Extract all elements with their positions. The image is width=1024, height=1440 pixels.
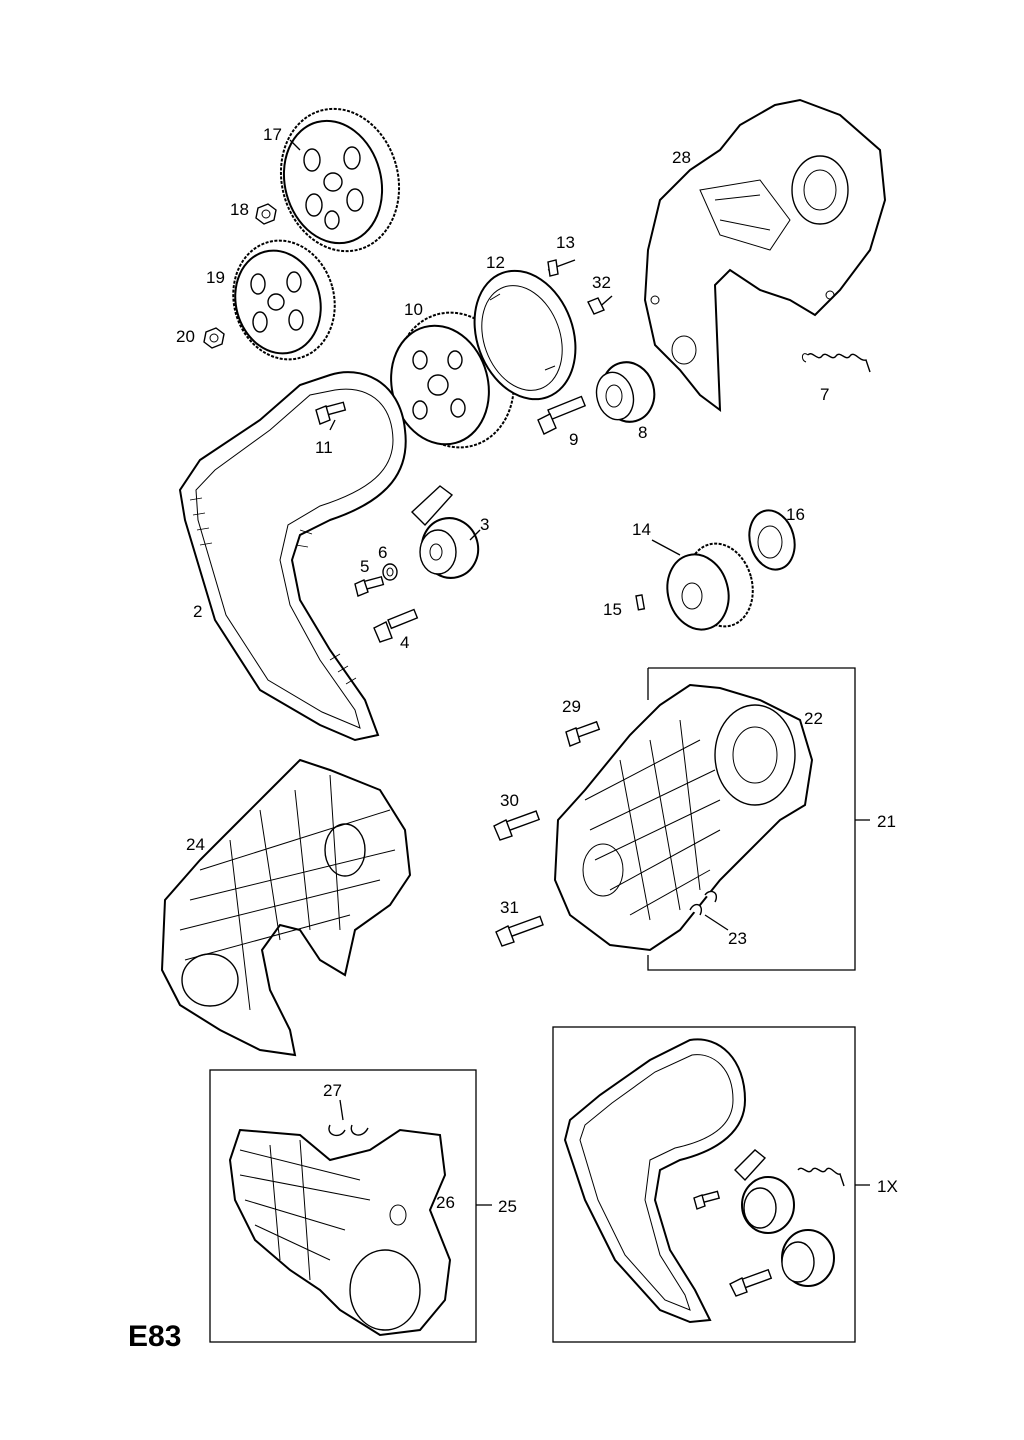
washer-16 [748,509,796,571]
kit-spring [797,1167,845,1187]
callout-2: 2 [193,602,202,621]
bolt-13 [547,259,576,277]
callout-23: 23 [728,929,747,948]
timing-belt-2 [178,371,407,742]
bolt-11 [315,401,347,425]
kit-idler-pulley [781,1229,835,1287]
kit-bolt-small [693,1190,721,1210]
camshaft-sprocket-19 [232,239,336,361]
callout-7: 7 [820,385,829,404]
callout-27: 27 [323,1081,342,1100]
bolt-30 [493,810,541,841]
callout-8: 8 [638,423,647,442]
callout-1X: 1X [877,1177,898,1196]
camshaft-sprocket-17 [279,107,401,253]
bolt-5 [354,575,385,597]
callout-16: 16 [786,505,805,524]
callout-11: 11 [315,438,333,457]
callout-25: 25 [498,1197,517,1216]
sheet-code: E83 [128,1320,181,1353]
clip-27 [328,1099,369,1137]
callout-14: 14 [632,520,651,539]
callout-15: 15 [603,600,622,619]
bolt-32 [587,295,613,315]
bolt-31 [495,915,544,947]
crankshaft-sprocket-14 [666,542,754,631]
backing-plate-12 [473,269,577,401]
callout-19: 19 [206,268,225,287]
callout-5: 5 [360,557,369,576]
callout-12: 12 [486,253,505,272]
leader-lines [289,139,681,556]
nut-20 [203,327,225,349]
callout-30: 30 [500,791,519,810]
callout-29: 29 [562,697,581,716]
callout-6: 6 [378,543,387,562]
tensioner-pulley-3 [410,485,480,579]
callout-9: 9 [569,430,578,449]
callout-26: 26 [436,1193,455,1212]
callout-3: 3 [480,515,489,534]
callout-21: 21 [877,812,896,831]
timing-cover-26 [228,1128,452,1337]
kit-bolt-long [729,1268,773,1297]
callout-18: 18 [230,200,249,219]
bolt-9 [537,395,587,435]
bolt-4 [373,608,419,643]
timing-belt-kit-belt [563,1038,747,1324]
callout-22: 22 [804,709,823,728]
bolt-29 [565,720,601,747]
spring-7 [801,353,871,373]
callout-13: 13 [556,233,575,252]
callout-17: 17 [263,125,282,144]
nut-18 [255,203,277,225]
group-25-box [209,1069,477,1343]
idler-pulley-8 [595,361,656,423]
lower-timing-cover-24 [160,758,412,1057]
callout-32: 32 [592,273,611,292]
callout-4: 4 [400,633,409,652]
rear-timing-cover-28 [643,98,887,413]
callout-28: 28 [672,148,691,167]
key-15 [635,594,646,611]
callout-20: 20 [176,327,195,346]
washer-6 [382,563,398,581]
callout-31: 31 [500,898,519,917]
callout-24: 24 [186,835,205,854]
kit-tensioner [734,1149,795,1234]
clip-23 [689,890,729,931]
front-timing-cover-22 [553,683,814,952]
group-21-bracket [647,667,856,971]
callout-10: 10 [404,300,423,319]
